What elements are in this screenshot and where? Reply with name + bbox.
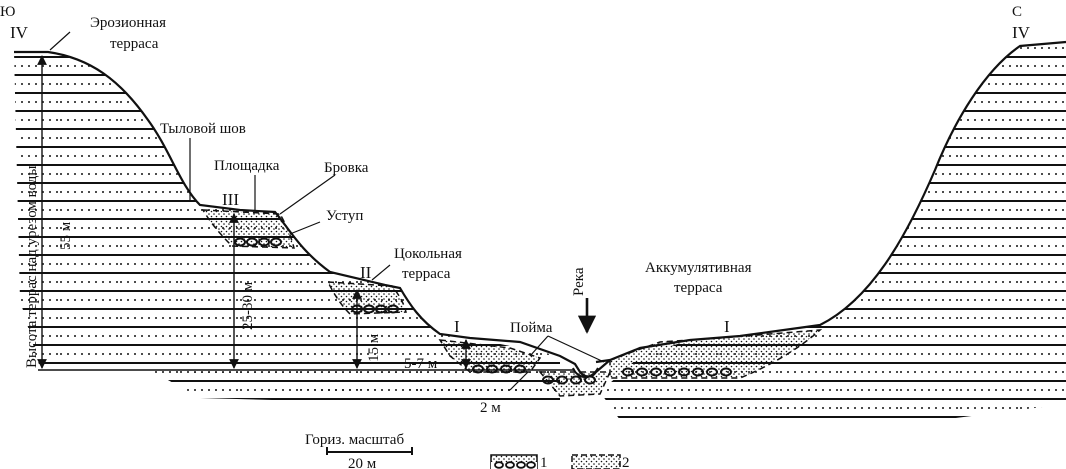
plinth-terrace-line1: Цокольная xyxy=(394,246,462,262)
lower-bedrock-strip xyxy=(190,372,560,404)
legend-label-2: 2 xyxy=(622,455,630,469)
direction-north: С xyxy=(1012,4,1022,20)
pebbles-terrace-ii xyxy=(351,304,399,314)
terrace-i-right-label: I xyxy=(724,317,730,336)
leader-erosion-terrace xyxy=(49,31,71,51)
scale-value: 20 м xyxy=(348,456,377,469)
terrace-ii-label: II xyxy=(360,263,372,282)
legend-label-1: 1 xyxy=(540,455,548,469)
leader-edge xyxy=(279,174,336,215)
terrace-i-left-label: I xyxy=(454,317,460,336)
height-55-label: 55 м xyxy=(58,221,74,250)
erosion-terrace-line2: терраса xyxy=(110,36,159,52)
erosion-terrace-line1: Эрозионная xyxy=(90,15,166,31)
platform-label: Площадка xyxy=(214,158,280,174)
direction-south: Ю xyxy=(0,4,15,20)
ground-profile-left xyxy=(14,50,611,378)
height-axis-label: Высота террас над урезом воды xyxy=(24,166,40,368)
height-15-label: 15 м xyxy=(366,333,382,362)
accumulative-terrace-alluvium xyxy=(609,329,823,379)
legend-swatch-1 xyxy=(490,454,538,469)
leader-floodplain-1 xyxy=(529,335,549,357)
scale-title: Гориз. масштаб xyxy=(305,432,404,448)
river-label: Река xyxy=(571,267,587,296)
ground-profile-right xyxy=(595,40,1066,364)
leader-2m xyxy=(509,371,529,391)
terrace-iii-alluvium xyxy=(201,209,295,249)
ledge-label: Уступ xyxy=(326,208,363,224)
edge-label: Бровка xyxy=(324,160,369,176)
right-slope-bedrock xyxy=(600,42,1066,420)
height-25-30-label: 25-30 м xyxy=(240,281,256,330)
accumulative-terrace-line1: Аккумулятивная xyxy=(645,260,752,276)
terrace-ii-alluvium xyxy=(326,281,407,315)
floodplain-label: Пойма xyxy=(510,320,553,336)
terrace-iv-right: IV xyxy=(1012,23,1031,42)
legend-swatch-2 xyxy=(571,454,621,469)
accumulative-terrace-line2: терраса xyxy=(674,280,723,296)
leader-floodplain-2 xyxy=(547,335,605,363)
height-2-label: 2 м xyxy=(480,400,501,416)
terrace-iii-label: III xyxy=(222,190,239,209)
height-5-7-label: 5-7 м xyxy=(404,356,438,372)
rear-seam-label: Тыловой шов xyxy=(160,121,246,137)
leader-plinth-terrace xyxy=(371,264,391,281)
terrace-iv-left: IV xyxy=(10,23,29,42)
leader-ledge xyxy=(289,221,321,235)
plinth-terrace-line2: терраса xyxy=(402,266,451,282)
pebbles-terrace-i xyxy=(472,364,732,385)
